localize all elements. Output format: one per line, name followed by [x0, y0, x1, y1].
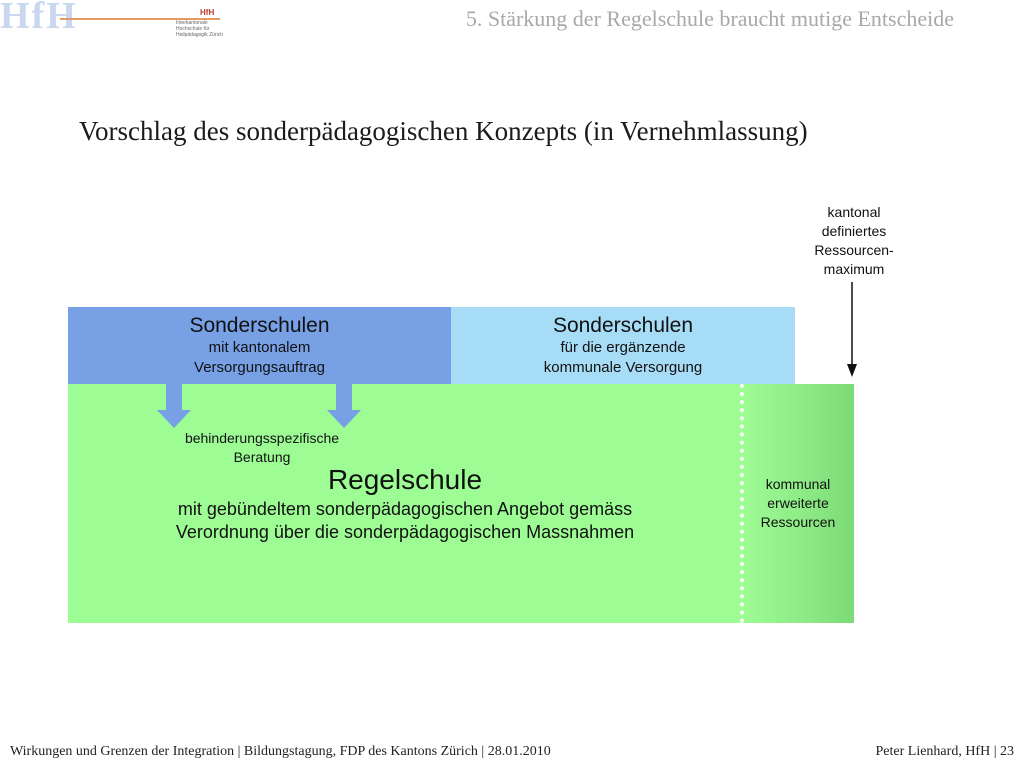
dotted-divider — [740, 384, 744, 623]
box-subtitle-line: mit kantonalem — [208, 339, 311, 356]
regelschule-title: Regelschule — [327, 464, 483, 495]
resource-maximum-label: kantonal definiertes Ressourcen- maximum — [796, 203, 912, 279]
footer-author-page: Peter Lienhard, HfH | 23 — [875, 744, 1014, 759]
resource-maximum-arrow — [847, 282, 857, 377]
communal-resources-line: Ressourcen — [760, 514, 836, 530]
communal-resources-line: erweiterte — [767, 495, 829, 511]
arrow-head — [847, 364, 857, 377]
hfh-logo: HfH HfH Interkantonale Hochschule für He… — [0, 0, 230, 40]
logo-subtext: Interkantonale Hochschule für Heilpädago… — [176, 20, 223, 38]
box-regelschule — [68, 384, 742, 623]
communal-resources-line: kommunal — [765, 476, 831, 492]
regelschule-description-line: Verordnung über die sonderpädagogischen … — [175, 522, 635, 542]
box-subtitle-line: kommunale Versorgung — [543, 359, 703, 376]
box-subtitle-line: Versorgungsauftrag — [194, 359, 325, 376]
arrow-shape — [327, 384, 361, 428]
counseling-line: behinderungsspezifische — [184, 430, 340, 446]
footer-event-info: Wirkungen und Grenzen der Integration | … — [10, 744, 551, 759]
box-subtitle-line: für die ergänzende — [560, 339, 686, 356]
counseling-label: behinderungsspezifische Beratung — [140, 429, 384, 467]
box-title: Sonderschulen — [189, 314, 330, 337]
resource-maximum-line: Ressourcen- — [814, 242, 894, 258]
box-title: Sonderschulen — [552, 314, 694, 337]
logo-line — [60, 18, 220, 20]
logo-brand-text: HfH — [200, 8, 215, 17]
resource-maximum-line: definiertes — [821, 223, 887, 239]
counseling-line: Beratung — [233, 449, 291, 465]
box-special-schools-cantonal: Sonderschulen mit kantonalem Versorgungs… — [68, 307, 451, 384]
regelschule-description: mit gebündeltem sonderpädagogischen Ange… — [68, 498, 742, 544]
down-arrow-icon — [157, 384, 191, 428]
down-arrow-icon — [327, 384, 361, 428]
resource-maximum-line: kantonal — [827, 204, 881, 220]
regelschule-description-line: mit gebündeltem sonderpädagogischen Ange… — [177, 499, 633, 519]
slide-title: Vorschlag des sonderpädagogischen Konzep… — [79, 116, 808, 146]
box-communal-resources — [742, 384, 854, 623]
resource-maximum-line: maximum — [823, 261, 885, 277]
section-header-title: 5. Stärkung der Regelschule braucht muti… — [465, 6, 954, 31]
arrow-shape — [157, 384, 191, 428]
communal-resources-label: kommunal erweiterte Ressourcen — [746, 475, 850, 532]
box-special-schools-communal: Sonderschulen für die ergänzende kommuna… — [451, 307, 795, 384]
